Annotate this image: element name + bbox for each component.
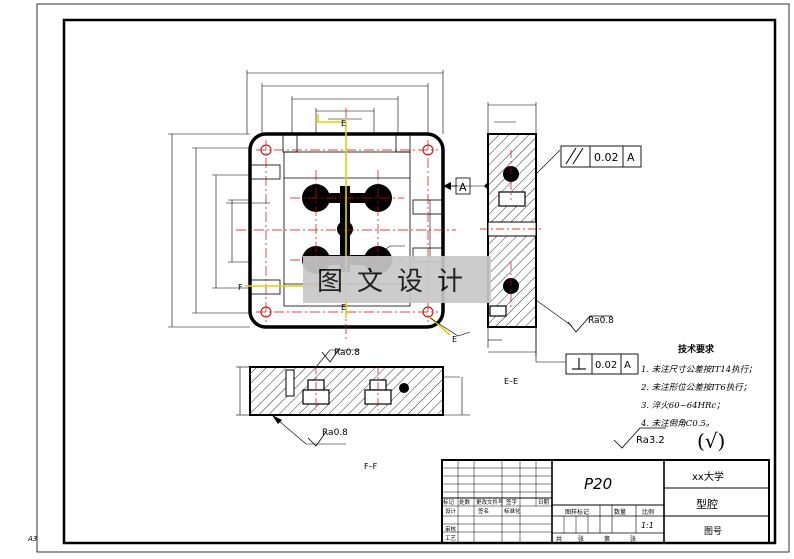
roughness-label-side: Ra0.8 bbox=[588, 316, 614, 326]
notes-item-3: 3. 淬火60~64HRc； bbox=[641, 400, 725, 411]
tb-row-label-process: 工艺 bbox=[445, 535, 457, 542]
tb-mid-label-qty: 数量 bbox=[614, 508, 626, 516]
tolerance-datum-perpendicular: A bbox=[624, 360, 631, 371]
general-roughness-mark: (√) bbox=[697, 429, 725, 453]
part-code: P20 bbox=[584, 475, 612, 493]
roughness-symbol-general bbox=[613, 427, 666, 449]
section-letter-e-mid: E bbox=[340, 238, 345, 247]
notes-item-2: 2. 未注形位公差按IT6执行； bbox=[640, 382, 751, 393]
tb-col-label-2: 处数 bbox=[459, 498, 471, 506]
notes-item-1: 1. 未注尺寸公差按IT14执行； bbox=[641, 364, 757, 375]
title-block bbox=[441, 459, 770, 544]
outer-sheet-border bbox=[36, 3, 790, 553]
tb-row-label-design: 设计 bbox=[445, 507, 457, 515]
tb-col-label-5: 日期 bbox=[538, 499, 550, 506]
section-letter-e-corner: E bbox=[452, 335, 457, 344]
section-letter-e-top: E bbox=[341, 119, 346, 128]
tb-sheet-label-4: 张 bbox=[630, 535, 636, 543]
roughness-symbol-bottom bbox=[307, 431, 327, 447]
tb-sheet-label-2: 张 bbox=[578, 535, 584, 543]
watermark-banner: 图文设计 bbox=[303, 256, 491, 303]
roughness-label-general: Ra3.2 bbox=[636, 435, 665, 446]
datum-label: A bbox=[459, 181, 467, 194]
inner-frame-border bbox=[62, 18, 777, 545]
drawing-no-label: 图号 bbox=[704, 526, 722, 537]
roughness-symbol-side bbox=[567, 315, 612, 333]
section-letter-e-bottom: E bbox=[341, 303, 346, 312]
tb-col-label-4: 签字 bbox=[506, 498, 518, 506]
tolerance-value-parallel: 0.02 bbox=[594, 151, 619, 164]
tb-sign-label: 签名 bbox=[478, 507, 489, 515]
scale-value: 1:1 bbox=[641, 521, 654, 530]
part-name: 型腔 bbox=[696, 497, 718, 511]
tb-sheet-label-1: 共 bbox=[556, 535, 562, 543]
notes-item-4: 4. 未注倒角C0.5。 bbox=[640, 418, 714, 429]
sheet-size-label: A3 bbox=[27, 535, 37, 543]
tb-mid-label-mark: 图样标记 bbox=[565, 508, 589, 516]
tb-mid-label-scale: 比例 bbox=[642, 508, 654, 516]
tolerance-frame-parallel: 0.02 A bbox=[560, 145, 642, 168]
bottom-section-view bbox=[236, 349, 470, 445]
datum-box bbox=[455, 177, 471, 195]
tb-col-label-3: 更改文件号 bbox=[476, 498, 504, 506]
side-section-view bbox=[480, 102, 573, 363]
tolerance-frame-perpendicular: 0.02 A bbox=[565, 353, 639, 375]
tb-sheet-label-3: 第 bbox=[604, 535, 610, 543]
tb-row-label-review: 审核 bbox=[445, 525, 457, 533]
section-title-ee: E–E bbox=[504, 377, 518, 386]
tb-col-label-1: 标记 bbox=[443, 498, 455, 506]
tolerance-value-perpendicular: 0.02 bbox=[595, 360, 617, 371]
roughness-symbol-top bbox=[321, 347, 341, 363]
roughness-label-bottom: Ra0.8 bbox=[322, 428, 348, 438]
tolerance-datum-parallel: A bbox=[627, 151, 635, 164]
roughness-label-top: Ra0.8 bbox=[334, 348, 360, 358]
tb-std-label: 标准化 bbox=[504, 507, 521, 515]
notes-title: 技术要求 bbox=[678, 343, 715, 355]
section-title-ff: F–F bbox=[364, 462, 378, 471]
school-name: xx大学 bbox=[692, 470, 724, 483]
section-letter-f: F bbox=[238, 283, 243, 292]
